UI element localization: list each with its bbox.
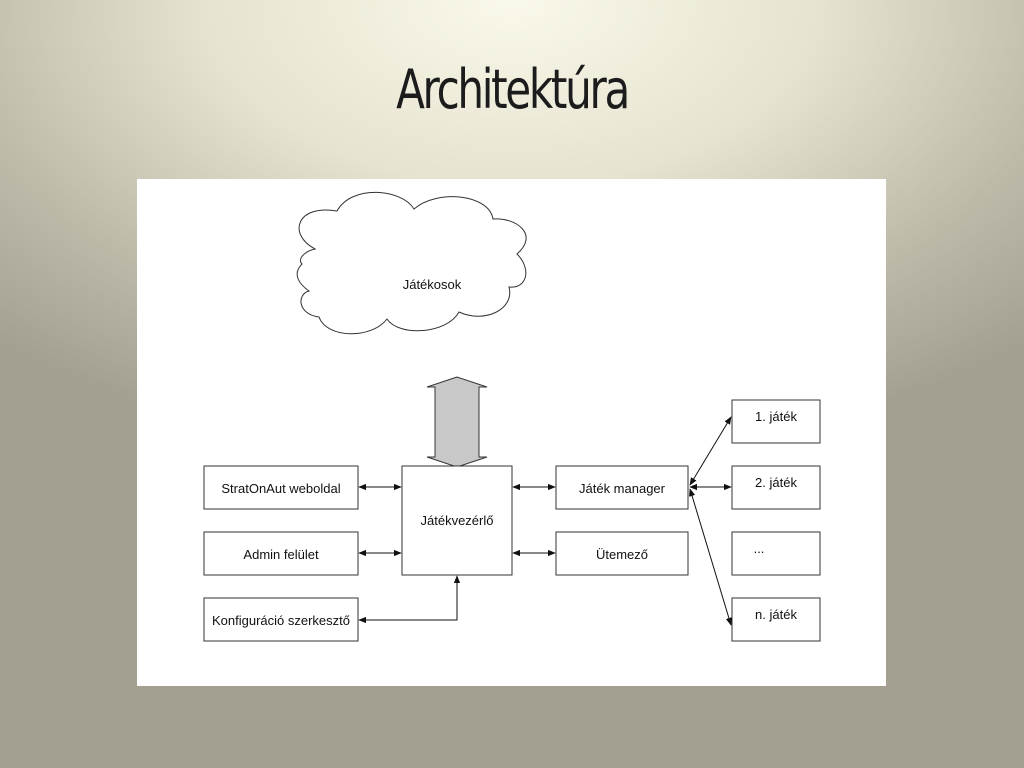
node-game-manager: [555, 465, 689, 510]
node-game-controller-label: Játékvezérlő: [421, 513, 494, 528]
slide-title: Architektúra: [396, 58, 630, 121]
node-admin-interface: [203, 531, 359, 576]
node-scheduler-label: Ütemező: [596, 547, 648, 562]
node-game-2-label: 2. játék: [755, 475, 797, 490]
cloud-label: Játékosok: [403, 277, 462, 292]
node-game-manager-label: Játék manager: [579, 481, 666, 496]
node-scheduler: [555, 531, 689, 576]
node-admin-interface-label: Admin felület: [243, 547, 319, 562]
node-game-n: [731, 597, 821, 642]
node-game-1: [731, 399, 821, 444]
node-config-editor-label: Konfiguráció szerkesztő: [212, 613, 350, 628]
architecture-diagram: Játékosok StratOnAut weboldal Admin felü…: [137, 179, 886, 686]
node-game-controller: [401, 465, 513, 576]
node-game-ellipsis-label: ...: [754, 541, 765, 556]
node-stratonaut-website: [203, 465, 359, 510]
node-stratonaut-website-label: StratOnAut weboldal: [221, 481, 340, 496]
edge-manager-game-n: [689, 488, 732, 626]
node-game-ellipsis: [731, 531, 821, 576]
node-game-1-label: 1. játék: [755, 409, 797, 424]
edge-manager-game-1: [689, 416, 732, 486]
edge-config-controller: [358, 575, 461, 624]
node-config-editor: [203, 597, 359, 642]
double-arrow-icon: [426, 376, 488, 468]
players-cloud: [296, 191, 527, 335]
node-game-n-label: n. játék: [755, 607, 797, 622]
node-game-2: [731, 465, 821, 510]
